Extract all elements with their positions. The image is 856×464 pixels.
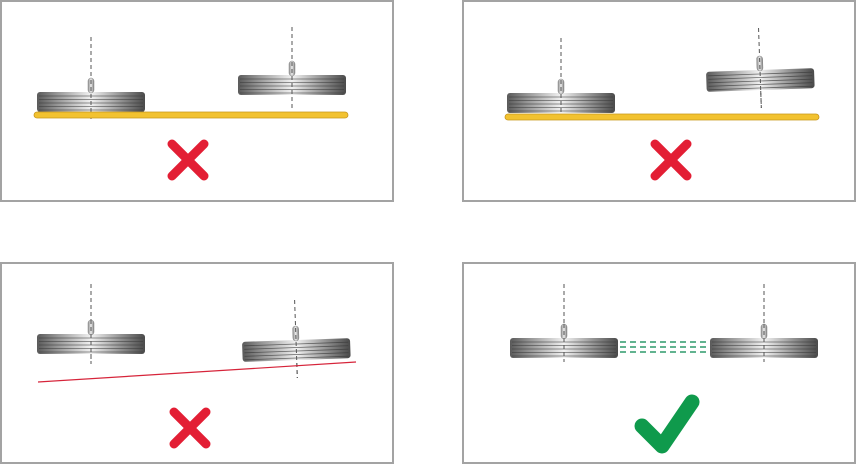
alignment-dashes: [620, 341, 710, 353]
straightedge: [504, 113, 820, 121]
reference-line: [37, 361, 357, 383]
cross-icon: [172, 144, 204, 176]
panel-combined-misalignment: Offset and angular misalignment: [0, 262, 394, 464]
centerline-right-front: [759, 57, 762, 108]
cross-icon: [174, 412, 206, 444]
panel-angular-misalignment: Angular misalignment: [462, 0, 856, 202]
panel-correct-alignment: Correct alignment: [462, 262, 856, 464]
panel-offset-misalignment: Parallel offset misalignment: [0, 0, 394, 202]
check-icon: [634, 394, 700, 454]
straightedge: [33, 111, 349, 119]
cross-icon: [655, 144, 687, 176]
